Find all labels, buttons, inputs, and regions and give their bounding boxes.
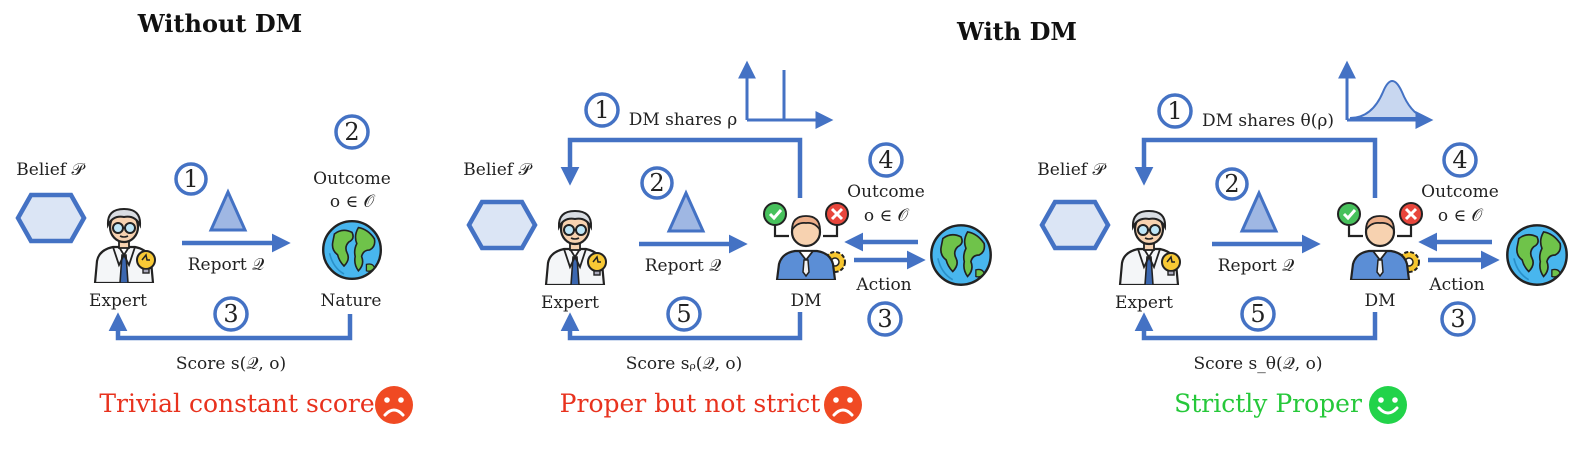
- step-4-badge: [868, 142, 904, 178]
- outcome-set-label: o ∈ 𝒪: [330, 192, 376, 212]
- share-label: DM shares θ(ρ): [1202, 111, 1334, 131]
- expert-icon: [544, 209, 608, 285]
- step-4-number: 4: [878, 146, 893, 174]
- report-triangle-icon: [208, 188, 248, 232]
- report-triangle-icon: [666, 189, 706, 233]
- step-1-number: 1: [594, 96, 609, 124]
- belief-label: Belief 𝒫: [1037, 160, 1106, 180]
- outcome-label: Outcome: [1421, 182, 1499, 202]
- dm-label: DM: [1364, 291, 1395, 311]
- expert-icon: [93, 207, 157, 283]
- happy-face-icon: [1368, 385, 1408, 425]
- step-4-badge: [1442, 142, 1478, 178]
- sad-face-icon: [823, 385, 863, 425]
- report-label: Report 𝒬: [645, 256, 722, 276]
- dm-label: DM: [790, 291, 821, 311]
- nature-globe-icon: [322, 219, 382, 280]
- belief-label: Belief 𝒫: [463, 160, 532, 180]
- step-1-badge: [584, 92, 620, 128]
- report-triangle-icon: [1239, 189, 1279, 233]
- score-arrow: [1134, 312, 1378, 341]
- sad-face-icon: [374, 385, 414, 425]
- step-3-number: 3: [1450, 305, 1465, 333]
- panel-with-dm-proper: Belief 𝒫 Expert 1 DM shares ρ 2 Report 𝒬…: [463, 60, 992, 425]
- title-with-dm: With DM: [956, 17, 1077, 46]
- score-label: Score s(𝒬, o): [176, 354, 286, 374]
- step-3-badge: [1440, 301, 1476, 337]
- step-3-badge: [867, 301, 903, 337]
- share-arrow: [560, 137, 803, 198]
- dm-icon: [762, 201, 850, 280]
- step-3-number: 3: [877, 305, 892, 333]
- score-arrow: [560, 312, 803, 341]
- belief-label: Belief 𝒫: [16, 160, 85, 180]
- score-label: Score s_θ(𝒬, o): [1194, 354, 1323, 374]
- step-1-number: 1: [183, 165, 198, 193]
- title-without-dm: Without DM: [137, 9, 302, 38]
- step-2-badge: [1215, 167, 1249, 201]
- expert-label: Expert: [541, 293, 599, 313]
- step-2-number: 2: [649, 169, 664, 197]
- step-3-number: 3: [223, 300, 238, 328]
- panel-without-dm: Belief 𝒫 Expert 1 Report 𝒬 2 Outcome o ∈…: [15, 114, 414, 425]
- result-text: Proper but not strict: [560, 389, 821, 418]
- belief-hexagon: [1039, 199, 1111, 251]
- action-label: Action: [1428, 275, 1484, 295]
- outcome-set-label: o ∈ 𝒪: [1438, 206, 1484, 226]
- dm-icon: [1336, 201, 1424, 280]
- belief-hexagon: [15, 192, 87, 244]
- step-1-badge: [174, 162, 208, 196]
- action-label: Action: [855, 275, 911, 295]
- outcome-set-label: o ∈ 𝒪: [864, 206, 910, 226]
- step-5-number: 5: [676, 300, 691, 328]
- belief-hexagon: [466, 199, 538, 251]
- step-5-number: 5: [1250, 300, 1265, 328]
- report-label: Report 𝒬: [1218, 256, 1295, 276]
- nature-globe-icon: [1506, 224, 1568, 286]
- step-4-number: 4: [1452, 146, 1467, 174]
- step-2-badge: [334, 114, 370, 150]
- score-arrow: [108, 312, 353, 341]
- panel-with-dm-strict: Belief 𝒫 Expert 1 DM shares θ(ρ) 2 Repor…: [1037, 60, 1568, 425]
- step-2-number: 2: [1224, 170, 1239, 198]
- expert-icon: [1118, 209, 1182, 285]
- outcome-label: Outcome: [847, 182, 925, 202]
- expert-label: Expert: [89, 291, 147, 311]
- share-label: DM shares ρ: [629, 110, 738, 130]
- nature-globe-icon: [930, 224, 992, 286]
- score-label: Score sᵨ(𝒬, o): [626, 354, 743, 374]
- result-text: Trivial constant score: [99, 389, 374, 418]
- step-5-badge: [666, 296, 702, 332]
- result-text: Strictly Proper: [1174, 389, 1362, 418]
- report-label: Report 𝒬: [188, 255, 265, 275]
- share-arrow: [1134, 137, 1378, 198]
- nature-label: Nature: [321, 291, 382, 311]
- step-5-badge: [1240, 296, 1276, 332]
- step-3-badge: [213, 296, 249, 332]
- expert-label: Expert: [1115, 293, 1173, 313]
- point-mass-plot-icon: [738, 60, 834, 129]
- outcome-label: Outcome: [313, 169, 391, 189]
- density-plot-icon: [1338, 60, 1434, 129]
- step-1-badge: [1157, 93, 1193, 129]
- step-1-number: 1: [1167, 97, 1182, 125]
- step-2-number: 2: [344, 118, 359, 146]
- step-2-badge: [640, 166, 674, 200]
